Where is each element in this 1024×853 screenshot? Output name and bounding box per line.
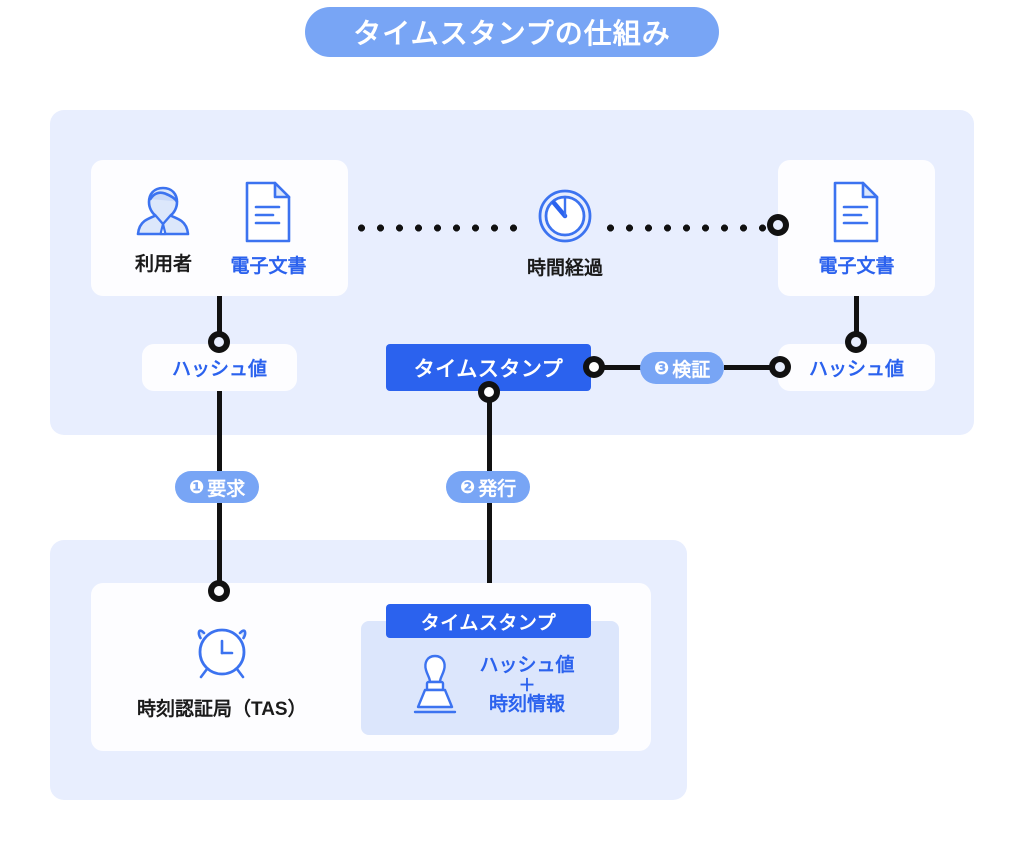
step-number-1: ❶ — [189, 477, 205, 497]
ring-timestamp-right — [583, 356, 605, 378]
ring-dotline-right — [767, 214, 789, 236]
timestamp-box-bottom: タイムスタンプ — [386, 604, 591, 638]
connector-verify-to-hash-right — [724, 365, 782, 370]
ring-user-hash — [208, 331, 230, 353]
rubber-stamp-icon — [405, 649, 465, 721]
user-label: 利用者 — [134, 253, 192, 275]
ring-tas-top — [208, 580, 230, 602]
business-person-icon — [132, 181, 194, 243]
tas-label: 時刻認証局（TAS） — [137, 698, 307, 720]
connector-timestamp-to-verify — [591, 365, 649, 370]
timestamp-box-bottom-label: タイムスタンプ — [420, 612, 557, 634]
stopwatch-icon — [534, 183, 596, 245]
document-node: 電子文書 — [230, 179, 307, 278]
time-elapsed-label: 時間経過 — [526, 258, 603, 279]
right-document-label: 電子文書 — [818, 255, 895, 277]
right-document-card: 電子文書 — [778, 160, 935, 296]
timestamp-box-top-label: タイムスタンプ — [413, 357, 564, 381]
step-label-3: 検証 — [672, 359, 711, 381]
step-badge-issue: ❷ 発行 — [446, 471, 531, 503]
tas-node: 時刻認証局（TAS） — [137, 614, 307, 721]
stamp-detail-box: ハッシュ値 ＋ 時刻情報 — [361, 621, 619, 735]
document-label: 電子文書 — [230, 255, 307, 277]
stamp-plus-label: ＋ — [518, 675, 536, 695]
stamp-hash-label: ハッシュ値 — [479, 655, 575, 677]
step-badge-verify: ❸ 検証 — [640, 352, 725, 384]
hash-right-label: ハッシュ値 — [808, 359, 904, 380]
document-icon — [239, 179, 297, 245]
connector-doc-to-hash-right — [854, 296, 859, 348]
step-number-3: ❸ — [654, 358, 670, 378]
connector-user-to-hash — [217, 296, 222, 348]
user-node: 利用者 — [132, 181, 194, 276]
alarm-clock-icon — [185, 614, 259, 688]
page-title: タイムスタンプの仕組み — [305, 7, 719, 57]
right-document-node: 電子文書 — [818, 179, 895, 278]
connector-dotted-right — [601, 224, 773, 232]
step-label-1: 要求 — [207, 478, 246, 500]
step-number-2: ❷ — [460, 477, 476, 497]
document-icon — [827, 179, 885, 245]
step-badge-request: ❶ 要求 — [175, 471, 260, 503]
connector-dotted-left — [352, 224, 524, 232]
ring-doc-hash-right — [845, 331, 867, 353]
time-elapsed-node: 時間経過 — [498, 183, 632, 283]
user-document-card: 利用者 電子文書 — [91, 160, 348, 296]
step-label-2: 発行 — [478, 478, 517, 500]
hash-left-label: ハッシュ値 — [171, 359, 267, 380]
stamp-time-label: 時刻情報 — [488, 693, 565, 715]
ring-hash-right-left — [769, 356, 791, 378]
ring-timestamp-bottom — [478, 381, 500, 403]
